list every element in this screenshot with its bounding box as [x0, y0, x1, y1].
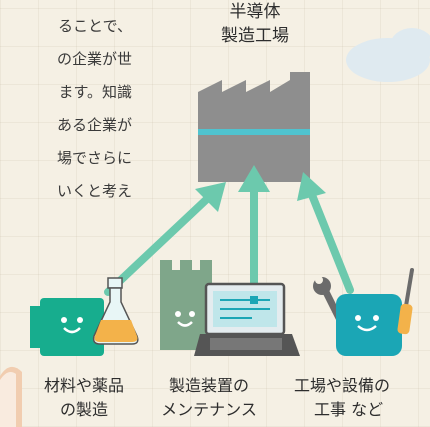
- materials-label-line: 材料や薬品: [43, 376, 124, 395]
- intro-line: ることで、: [58, 17, 132, 35]
- laptop-icon: [194, 282, 300, 356]
- maintenance-label-line: 製造装置の: [168, 376, 249, 395]
- construction-label: 工場や設備の 工事 など: [294, 374, 430, 422]
- arrow-maintenance-head: [238, 165, 270, 192]
- materials-label: 材料や薬品 の製造: [24, 374, 144, 422]
- construction-label-line: 工事 など: [314, 400, 384, 419]
- intro-line: ある企業が: [56, 116, 132, 134]
- maintenance-label-line: メンテナンス: [161, 400, 257, 419]
- person-figure: [0, 366, 22, 427]
- arrow-materials: [104, 194, 212, 296]
- factory-icon: [198, 72, 310, 182]
- maintenance-label: 製造装置の メンテナンス: [148, 374, 270, 422]
- construction-character-icon: [336, 294, 402, 356]
- flask-icon: [92, 277, 139, 345]
- arrow-construction-head: [297, 172, 326, 201]
- materials-label-line: の製造: [59, 400, 108, 419]
- materials-character-icon: [30, 298, 104, 356]
- maintenance-character-icon: [160, 260, 212, 350]
- arrow-materials-head: [195, 182, 226, 212]
- intro-text: ることで、 の企業が世 ます。知識 ある企業が 場でさらに いくと考え: [0, 10, 132, 208]
- screwdriver-icon: [397, 268, 414, 335]
- arrow-construction: [308, 191, 354, 294]
- intro-line: の企業が世: [56, 50, 132, 68]
- intro-line: ます。知識: [58, 83, 132, 101]
- intro-line: いくと考え: [56, 182, 132, 200]
- factory-title: 半導体 製造工場: [205, 0, 305, 48]
- intro-line: 場でさらに: [56, 149, 132, 167]
- construction-label-line: 工場や設備の: [294, 376, 391, 395]
- factory-title-line: 製造工場: [221, 26, 289, 46]
- cloud-decoration: [346, 28, 430, 82]
- factory-stripe: [198, 129, 310, 135]
- factory-title-line: 半導体: [229, 2, 281, 22]
